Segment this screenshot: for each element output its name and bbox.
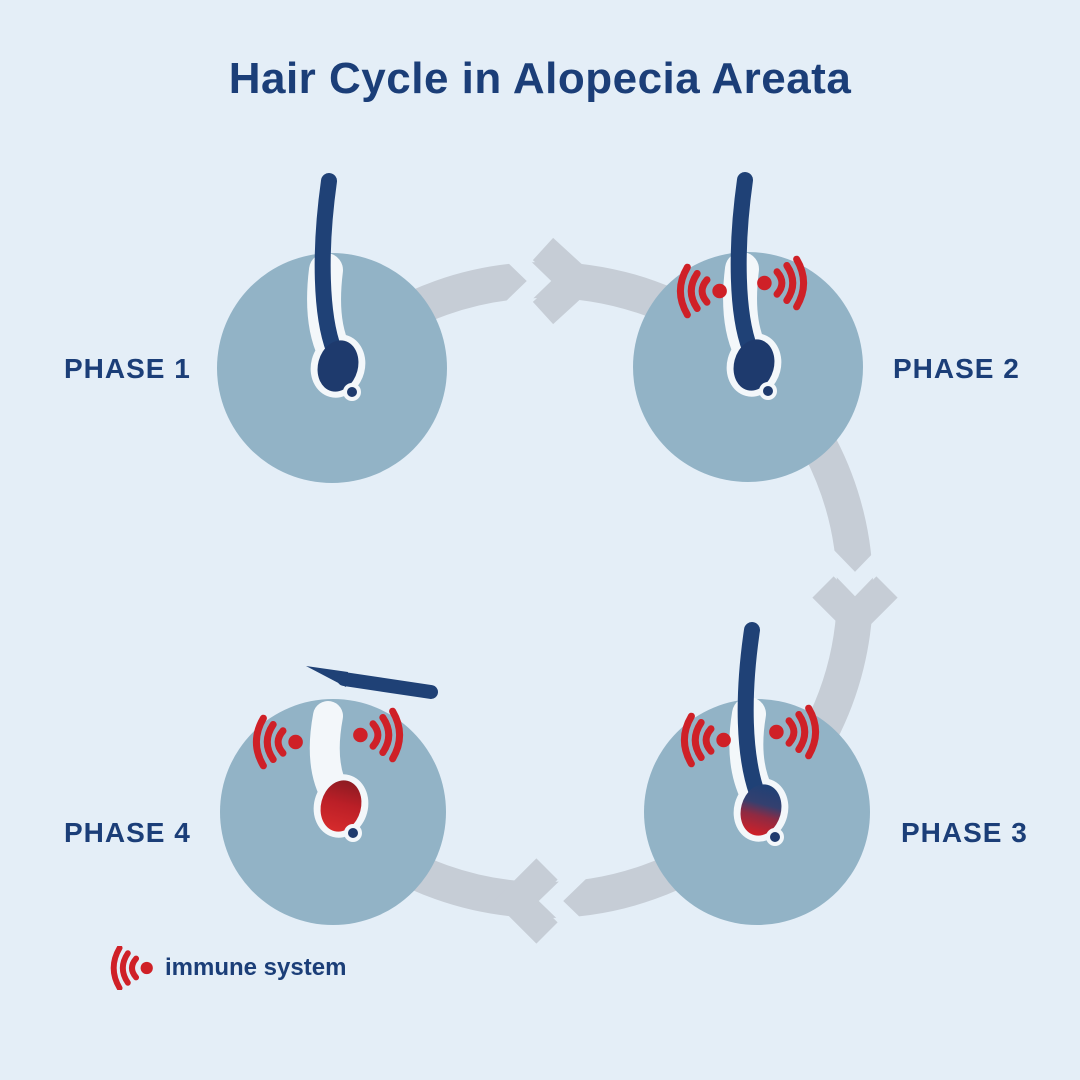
phase-2-follicle [680, 172, 803, 400]
phase-4-label: PHASE 4 [64, 817, 191, 848]
phase-4-follicle [256, 666, 438, 842]
shed-hair-tip [306, 666, 348, 687]
hair-shaft [314, 173, 342, 358]
phase-2-label: PHASE 2 [893, 353, 1020, 384]
phase-1-label: PHASE 1 [64, 353, 191, 384]
inflamed-hair-bulb [320, 780, 362, 832]
dermal-papilla-dot [344, 824, 362, 842]
phase-3-label: PHASE 3 [901, 817, 1028, 848]
arrow-notch [818, 547, 892, 597]
dermal-papilla-dot [343, 383, 361, 401]
shed-hair-shaft [337, 672, 438, 699]
arrow-notch [502, 244, 552, 318]
phase-1-follicle [307, 173, 366, 401]
dermal-papilla-dot [766, 828, 784, 846]
hair-shaft [730, 172, 758, 357]
hair-bulb [733, 339, 775, 391]
arrow-notch [538, 864, 588, 938]
hair-bulb [317, 340, 359, 392]
legend-label: immune system [165, 954, 347, 981]
immune-system-legend: immune system [106, 946, 346, 990]
inflamed-hair-bulb [740, 784, 782, 836]
dermal-papilla-dot [759, 382, 777, 400]
hair-shaft [737, 622, 765, 801]
immune-signal-icon [106, 946, 156, 990]
arrow-chevron-icon [532, 237, 601, 325]
arrow-chevron-icon [493, 858, 558, 944]
arrow-chevron-icon [812, 576, 898, 641]
phase-3-follicle [684, 622, 815, 846]
page-title: Hair Cycle in Alopecia Areata [228, 54, 852, 103]
